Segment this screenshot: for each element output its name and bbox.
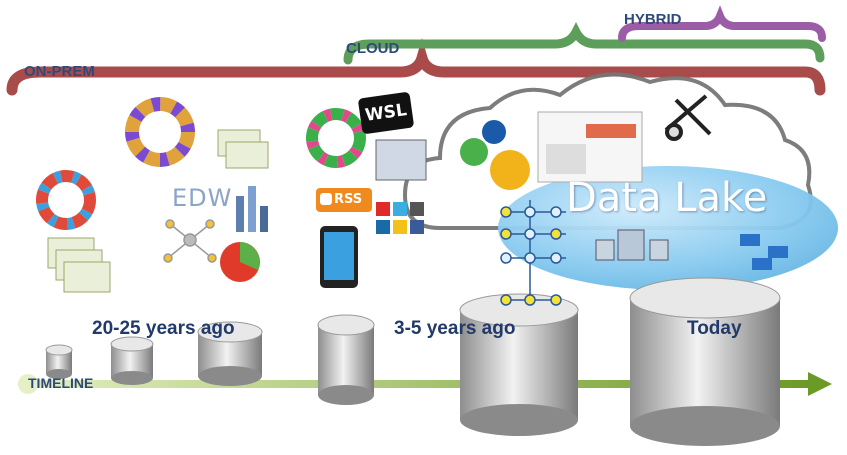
- gear-icon: [460, 120, 530, 190]
- timeline-label: TIMELINE: [28, 375, 94, 391]
- hybrid-label: HYBRID: [624, 11, 682, 28]
- lake-network-icon: [500, 200, 566, 306]
- database-icon: [459, 293, 579, 436]
- timeline-start-dot: [18, 374, 38, 394]
- social-media-icon: [376, 202, 424, 234]
- rss-icon: RSS: [316, 188, 372, 212]
- period-past-label: 20-25 years ago: [92, 318, 235, 339]
- data-lake-title: Data Lake: [566, 175, 768, 221]
- period-today-label: Today: [687, 318, 742, 339]
- database-icon: [197, 321, 263, 386]
- database-icon: [317, 314, 375, 405]
- tools-icon: [664, 94, 712, 141]
- erp-wheel-icon: [306, 108, 366, 168]
- monitor-icon: [375, 139, 427, 181]
- database-icon: [110, 336, 154, 385]
- pie-chart-icon: [220, 242, 260, 282]
- smartphone-icon: [320, 226, 358, 288]
- dashboard-icon: [537, 111, 643, 183]
- hybrid-brace: [618, 5, 826, 42]
- database-icon: [629, 277, 781, 446]
- erp-wheel-icon: [36, 170, 96, 230]
- lake-flowchart-icon: [740, 234, 788, 270]
- erp-wheel-icon: [125, 97, 195, 167]
- cloud-label: CLOUD: [346, 40, 400, 57]
- spreadsheet-icon: [217, 129, 269, 169]
- timeline-arrowhead: [808, 372, 832, 396]
- cloud-brace: [343, 21, 825, 65]
- on-prem-label: ON-PREM: [24, 63, 95, 80]
- database-icon: [45, 344, 73, 379]
- lake-database-icon: [595, 229, 669, 261]
- network-icon: [163, 219, 217, 263]
- edw-label: EDW: [172, 184, 233, 212]
- period-recent-label: 3-5 years ago: [394, 318, 516, 339]
- wsl-logo: WSL: [357, 91, 415, 135]
- spreadsheet-icon: [47, 237, 111, 293]
- on-prem-brace: [6, 38, 826, 96]
- bar-chart-icon: [236, 186, 268, 232]
